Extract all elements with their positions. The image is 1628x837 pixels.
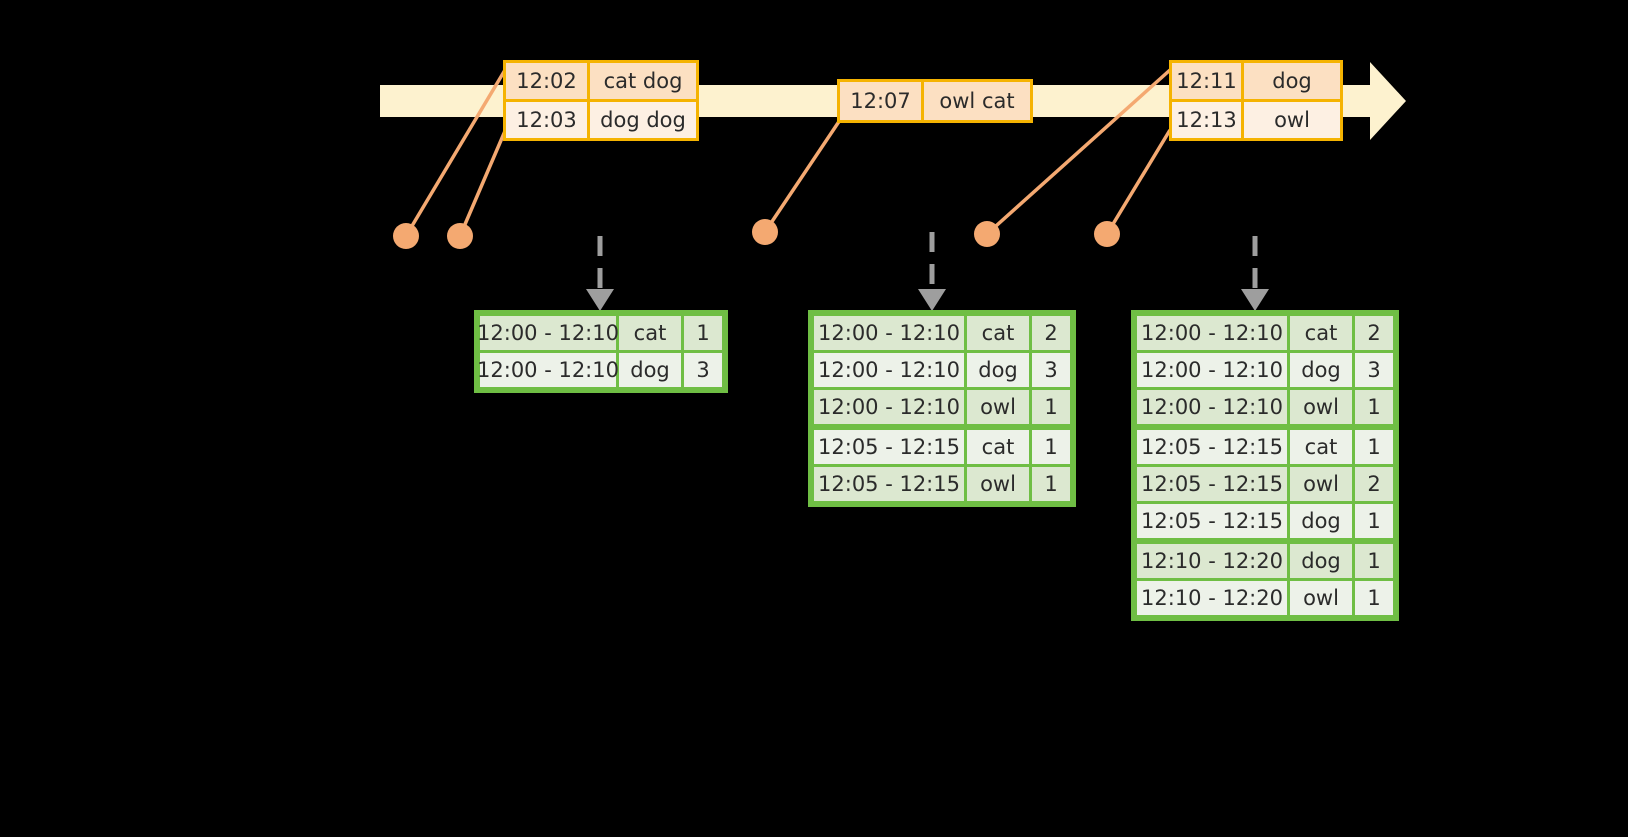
cell-count: 1: [1355, 544, 1393, 578]
cell-word: cat: [619, 316, 681, 350]
cell-count: 1: [1032, 430, 1070, 464]
cell-window: 12:05 - 12:15: [1137, 467, 1287, 501]
connector-line-1: [404, 69, 507, 237]
event-words: owl: [1244, 102, 1340, 138]
event-row[interactable]: 12:02 cat dog: [506, 63, 696, 99]
cell-window: 12:00 - 12:10: [1137, 353, 1287, 387]
cell-word: cat: [1290, 430, 1352, 464]
event-row[interactable]: 12:13 owl: [1172, 99, 1340, 138]
cell-count: 1: [684, 316, 722, 350]
marker-dot-3: [752, 219, 778, 245]
event-words: dog: [1244, 63, 1340, 99]
connector-line-5: [1105, 129, 1172, 235]
cell-window: 12:05 - 12:15: [1137, 504, 1287, 538]
cell-word: dog: [967, 353, 1029, 387]
cell-window: 12:05 - 12:15: [1137, 430, 1287, 464]
marker-dot-4: [974, 221, 1000, 247]
cell-word: dog: [619, 353, 681, 387]
connector-line-3: [763, 119, 842, 233]
event-words: owl cat: [924, 82, 1030, 120]
cell-count: 3: [1355, 353, 1393, 387]
cell-count: 2: [1355, 467, 1393, 501]
connector-line-2: [458, 130, 507, 237]
dashed-arrow-head-2: [918, 289, 946, 311]
cell-word: owl: [1290, 390, 1352, 424]
cell-count: 2: [1355, 316, 1393, 350]
cell-word: dog: [1290, 504, 1352, 538]
cell-window: 12:10 - 12:20: [1137, 544, 1287, 578]
dashed-flow-arrows: [586, 232, 1269, 311]
cell-word: owl: [967, 467, 1029, 501]
cell-count: 1: [1032, 467, 1070, 501]
marker-dot-2: [447, 223, 473, 249]
cell-word: owl: [1290, 581, 1352, 615]
event-group-1[interactable]: 12:02 cat dog 12:03 dog dog: [503, 60, 699, 141]
cell-word: cat: [967, 316, 1029, 350]
event-time: 12:07: [840, 82, 924, 120]
cell-word: cat: [967, 430, 1029, 464]
marker-dot-1: [393, 223, 419, 249]
cell-count: 1: [1032, 390, 1070, 424]
event-time: 12:13: [1172, 102, 1244, 138]
dashed-arrow-head-3: [1241, 289, 1269, 311]
cell-word: dog: [1290, 353, 1352, 387]
cell-count: 1: [1355, 581, 1393, 615]
event-time: 12:03: [506, 102, 590, 138]
event-words: cat dog: [590, 63, 696, 99]
event-words: dog dog: [590, 102, 696, 138]
cell-word: dog: [1290, 544, 1352, 578]
cell-window: 12:00 - 12:10: [1137, 316, 1287, 350]
cell-count: 1: [1355, 504, 1393, 538]
cell-window: 12:00 - 12:10: [1137, 390, 1287, 424]
event-row[interactable]: 12:03 dog dog: [506, 99, 696, 138]
cell-window: 12:00 - 12:10: [477, 353, 619, 387]
cell-window: 12:00 - 12:10: [814, 316, 964, 350]
cell-count: 2: [1032, 316, 1070, 350]
cell-window: 12:00 - 12:10: [477, 316, 619, 350]
cell-window: 12:10 - 12:20: [1137, 581, 1287, 615]
event-time: 12:02: [506, 63, 590, 99]
cell-word: owl: [967, 390, 1029, 424]
cell-count: 3: [1032, 353, 1070, 387]
event-row[interactable]: 12:11 dog: [1172, 63, 1340, 99]
cell-count: 3: [684, 353, 722, 387]
marker-dot-5: [1094, 221, 1120, 247]
marker-dots: [393, 219, 1120, 249]
cell-word: cat: [1290, 316, 1352, 350]
cell-window: 12:00 - 12:10: [814, 353, 964, 387]
cell-window: 12:00 - 12:10: [814, 390, 964, 424]
cell-count: 1: [1355, 430, 1393, 464]
cell-count: 1: [1355, 390, 1393, 424]
cell-window: 12:05 - 12:15: [814, 430, 964, 464]
event-group-2[interactable]: 12:07 owl cat: [837, 79, 1033, 123]
event-row[interactable]: 12:07 owl cat: [840, 82, 1030, 120]
event-time: 12:11: [1172, 63, 1244, 99]
event-group-3[interactable]: 12:11 dog 12:13 owl: [1169, 60, 1343, 141]
cell-window: 12:05 - 12:15: [814, 467, 964, 501]
cell-word: owl: [1290, 467, 1352, 501]
dashed-arrow-head-1: [586, 289, 614, 311]
